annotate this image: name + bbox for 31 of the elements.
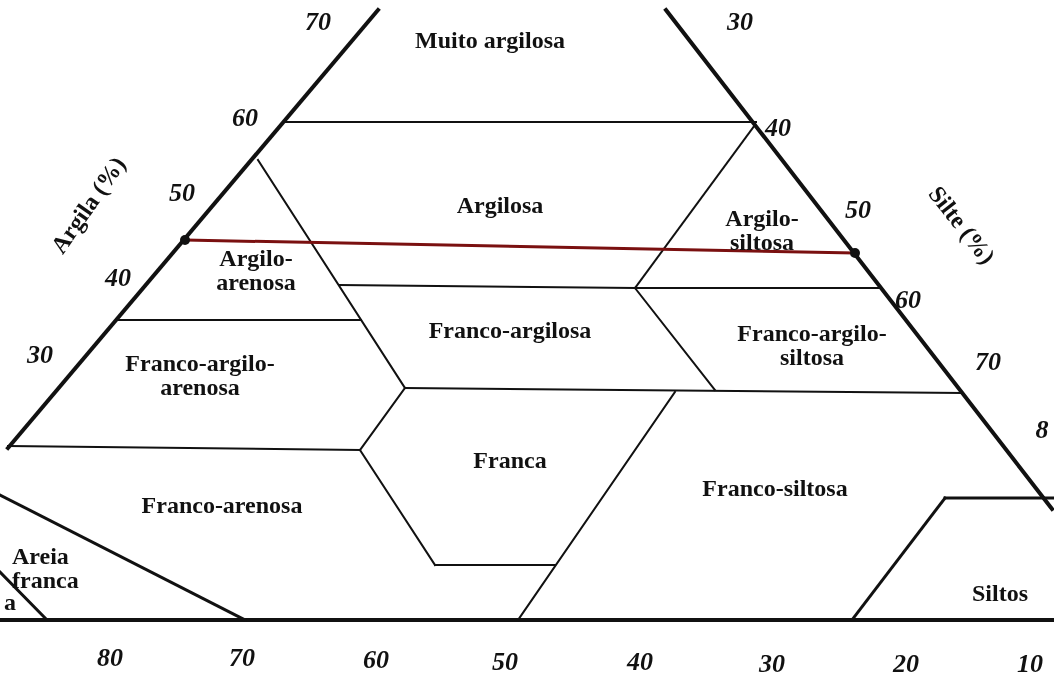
- axis-tick-label: 10: [1016, 651, 1044, 677]
- axis-tick-label: 60: [231, 105, 259, 131]
- region-label: Franco-siltosa: [701, 476, 849, 500]
- axis-tick-label: 8: [1034, 417, 1050, 443]
- region-label: Siltos: [971, 581, 1029, 605]
- axis-tick-label: 60: [362, 647, 390, 673]
- region-label: Franco-arenosa: [140, 493, 304, 517]
- axis-tick-label: 80: [96, 645, 124, 671]
- region-label: Franca: [472, 448, 548, 472]
- region-label: a: [3, 590, 17, 614]
- axis-tick-label: 50: [168, 180, 196, 206]
- region-label: Muito argilosa: [414, 28, 566, 52]
- axis-tick-label: 60: [894, 287, 922, 313]
- region-label: Argilosa: [455, 193, 545, 217]
- region-label: Argilo-siltosa: [724, 206, 800, 254]
- region-label: Franco-argilo-arenosa: [124, 351, 276, 399]
- axis-tick-label: 40: [763, 115, 792, 141]
- axis-tick-label: 30: [726, 9, 754, 35]
- axis-tick-label: 20: [891, 651, 920, 677]
- region-label: Franco-argilo-siltosa: [736, 321, 888, 369]
- axis-tick-label: 50: [491, 649, 519, 675]
- axis-tick-label: 30: [26, 342, 54, 368]
- axis-tick-label: 30: [758, 651, 786, 677]
- axis-tick-label: 40: [103, 265, 132, 291]
- axis-tick-label: 40: [625, 649, 654, 675]
- axis-tick-label: 70: [228, 645, 256, 671]
- region-label: Argilo-arenosa: [215, 246, 297, 294]
- axis-tick-label: 50: [844, 197, 872, 223]
- axis-tick-label: 70: [304, 9, 332, 35]
- region-label: Franco-argilosa: [427, 318, 593, 342]
- axis-tick-label: 70: [974, 349, 1002, 375]
